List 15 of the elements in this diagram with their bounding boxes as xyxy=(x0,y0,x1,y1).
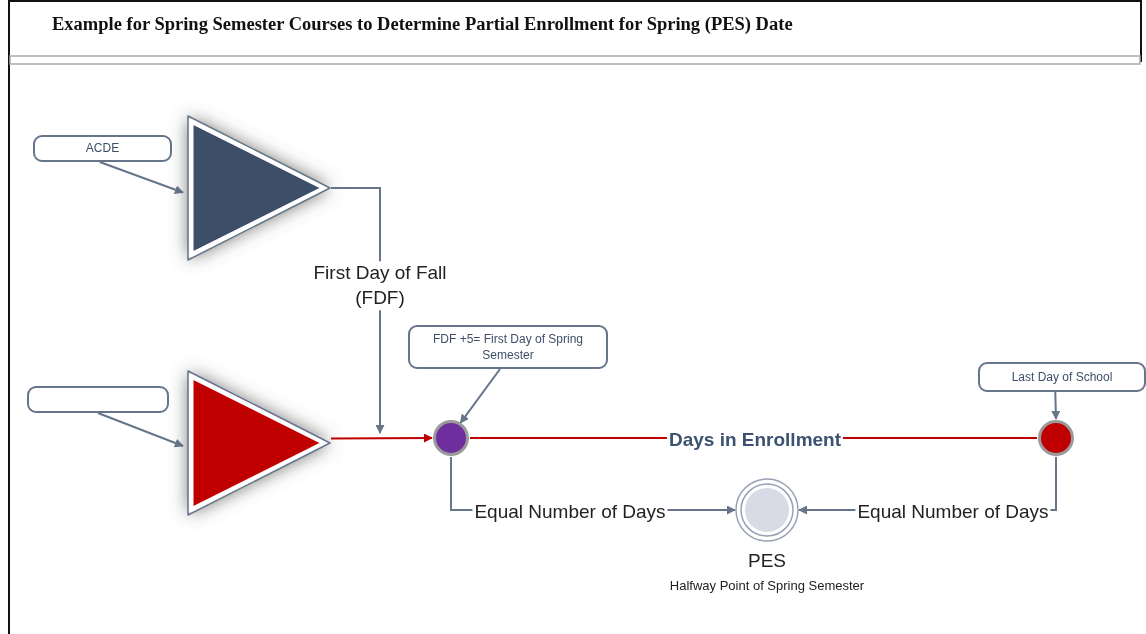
callout-box xyxy=(27,386,169,413)
callout-box: Last Day of School xyxy=(978,362,1146,392)
arrow xyxy=(97,412,184,448)
node-caption: PES xyxy=(748,550,786,572)
callout-box: FDF +5= First Day of Spring Semester xyxy=(408,325,608,369)
caption-text: Halfway Point of Spring Semester xyxy=(669,578,865,593)
arrow xyxy=(98,161,184,194)
circle-marker xyxy=(1037,419,1075,457)
circle-marker xyxy=(432,419,470,457)
callout-box: ACDE xyxy=(33,135,172,162)
arrow xyxy=(1051,391,1061,420)
title: Example for Spring Semester Courses to Determine Partial Enrollment for Spring (PES) Date xyxy=(52,14,793,35)
arrow xyxy=(459,368,501,424)
double-circle xyxy=(735,478,799,542)
arrow xyxy=(330,433,433,443)
